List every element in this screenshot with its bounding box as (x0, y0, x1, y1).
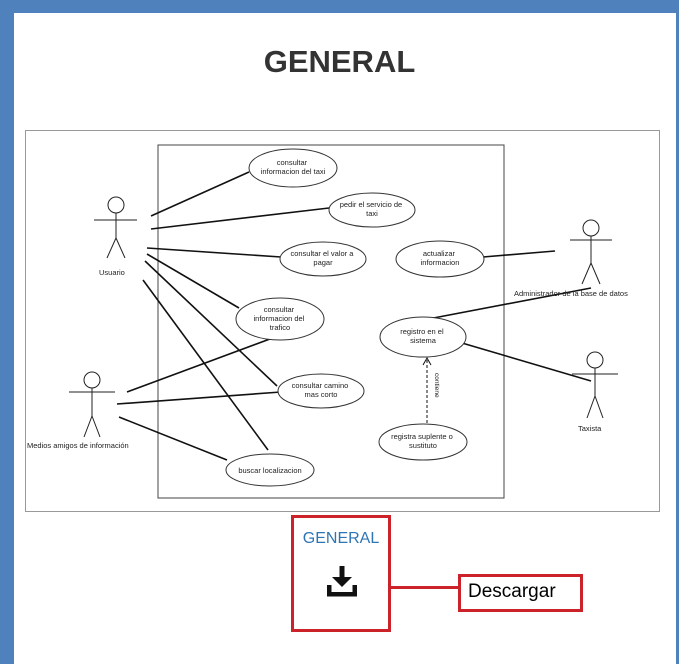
uc-buscar-localizacion: buscar localizacion (238, 466, 301, 475)
uc-consultar-camino: consultar camino mas corto (292, 381, 351, 399)
relation-label-contiene: contiene (433, 373, 440, 398)
uc-pedir-servicio: pedir el servicio de taxi (340, 200, 405, 218)
top-border (0, 0, 679, 13)
use-case-ellipses (225, 148, 485, 487)
uc-registra-suplente: registra suplente o sustituto (391, 432, 455, 450)
download-icon[interactable] (327, 566, 357, 598)
actor-taxista-label: Taxista (578, 424, 602, 433)
actor-medios-label: Medios amigos de información (27, 441, 129, 450)
page-title: GENERAL (263, 44, 416, 79)
system-boundary (157, 144, 505, 499)
download-label[interactable]: GENERAL (302, 530, 380, 547)
uc-consultar-valor: consultar el valor a pagar (290, 249, 355, 267)
diagram-border (25, 130, 660, 512)
actor-usuario (94, 196, 137, 259)
left-border (0, 0, 14, 664)
actor-administrador-label: Administrador de la base de datos (514, 289, 628, 298)
actor-usuario-label: Usuario (99, 268, 125, 277)
uc-actualizar-info: actualizar informacion (421, 249, 460, 267)
descargar-callout: Descargar (458, 574, 583, 612)
uc-consultar-info-taxi: consultar informacion del taxi (261, 158, 326, 176)
associations (116, 171, 592, 461)
uc-consultar-trafico: consultar informacion del trafico (254, 305, 307, 332)
download-button[interactable]: GENERAL (291, 515, 391, 632)
right-border (676, 0, 679, 664)
actor-medios (69, 371, 115, 438)
use-case-diagram: Usuario Medios amigos de información Adm… (25, 130, 660, 512)
actor-administrador (570, 219, 612, 285)
callout-connector (388, 586, 460, 589)
uc-registro-sistema: registro en el sistema (400, 327, 445, 345)
actor-taxista (572, 351, 618, 419)
